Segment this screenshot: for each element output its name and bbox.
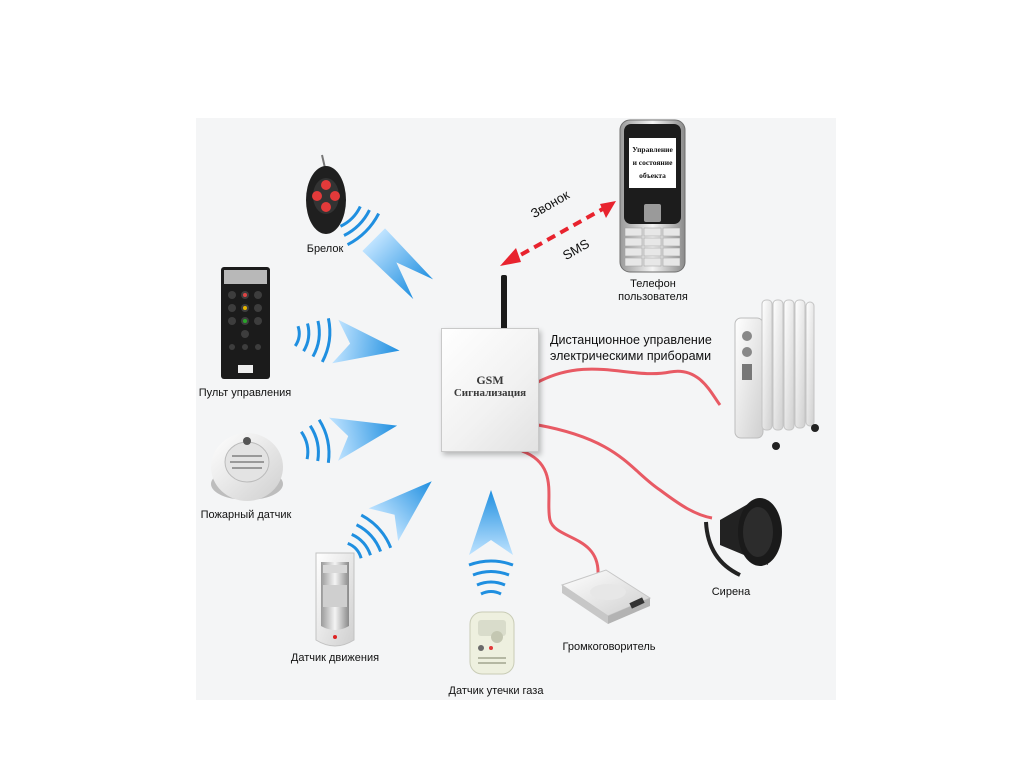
phone-screen-line-2: и состояние: [633, 158, 673, 167]
siren-label: Сирена: [711, 586, 751, 598]
gsm-alarm-hub: GSM Сигнализация: [441, 328, 539, 452]
loudspeaker-label: Громкоговоритель: [562, 641, 656, 653]
hub-title-line-1: GSM: [476, 373, 504, 387]
phone-screen-line-3: объекта: [639, 171, 666, 180]
remote-control-line-1: Дистанционное управление: [550, 333, 712, 347]
wireless-signal-control-panel: [293, 318, 400, 364]
control-panel-label: Пульт управления: [198, 387, 292, 399]
motion-sensor-label: Датчик движения: [290, 652, 380, 664]
hub-title-line-2: Сигнализация: [453, 387, 527, 399]
fire-sensor-label: Пожарный датчик: [200, 509, 292, 521]
wireless-signal-fire-sensor: [300, 417, 398, 464]
wireless-signal-motion-sensor: [347, 481, 432, 559]
phone-label: Телефон пользователя: [608, 278, 698, 304]
cable-to-loudspeaker: [521, 449, 600, 576]
cable-to-radiator: [537, 367, 722, 406]
motion-detector-icon: [315, 552, 355, 647]
phone-label-line-2: пользователя: [618, 291, 688, 303]
smoke-detector-icon: [211, 433, 283, 501]
keyfob-label: Брелок: [306, 243, 344, 255]
phone-screen-line-1: Управление: [632, 145, 673, 154]
phone-label-line-1: Телефон: [630, 278, 676, 290]
keyfob-icon: [306, 154, 346, 234]
gas-detector-icon: [469, 611, 515, 675]
cable-to-siren: [537, 423, 713, 520]
remote-control-caption: Дистанционное управление электрическими …: [550, 332, 712, 364]
loudspeaker-icon: [560, 569, 652, 624]
gsm-link-arrow: [500, 201, 616, 266]
control-panel-icon: [221, 267, 270, 379]
wireless-signal-keyfob: [339, 205, 434, 300]
radiator-heater-icon: [734, 299, 819, 450]
gas-sensor-label: Датчик утечки газа: [448, 685, 544, 697]
siren-icon: [704, 498, 782, 577]
mobile-phone-icon: Управление и состояние объекта: [619, 119, 686, 273]
antenna-icon: [501, 275, 507, 330]
remote-control-line-2: электрическими приборами: [550, 349, 712, 363]
wireless-signal-gas-sensor: [468, 490, 514, 596]
